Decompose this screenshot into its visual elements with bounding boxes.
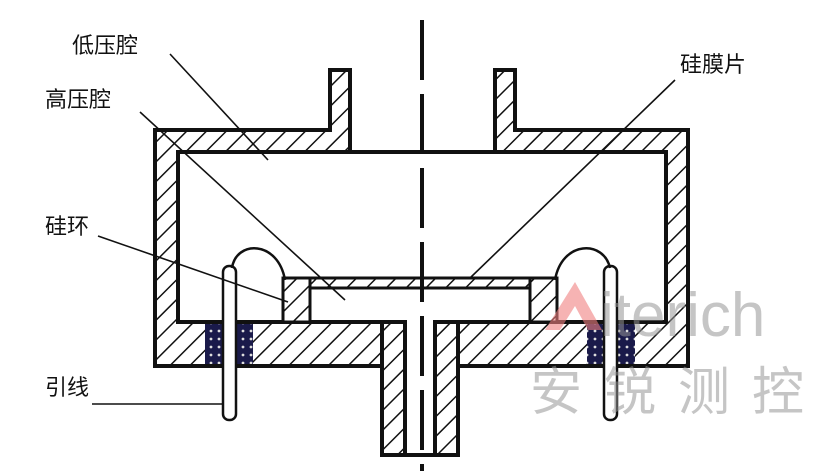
watermark-latin: iterich bbox=[600, 281, 766, 350]
housing bbox=[153, 68, 690, 368]
leader-lines bbox=[92, 53, 676, 405]
pressure-port-tube bbox=[380, 320, 460, 457]
label-lead-wire: 引线 bbox=[45, 376, 90, 401]
label-silicon-diaphragm: 硅膜片 bbox=[680, 53, 747, 78]
lead-wires bbox=[221, 247, 619, 422]
label-high-pressure-chamber: 高压腔 bbox=[45, 88, 112, 113]
watermark-logo-icon bbox=[545, 282, 602, 330]
label-silicon-ring: 硅环 bbox=[45, 215, 90, 240]
watermark-chinese: 安锐测控 bbox=[530, 364, 827, 422]
label-low-pressure-chamber: 低压腔 bbox=[72, 34, 139, 59]
